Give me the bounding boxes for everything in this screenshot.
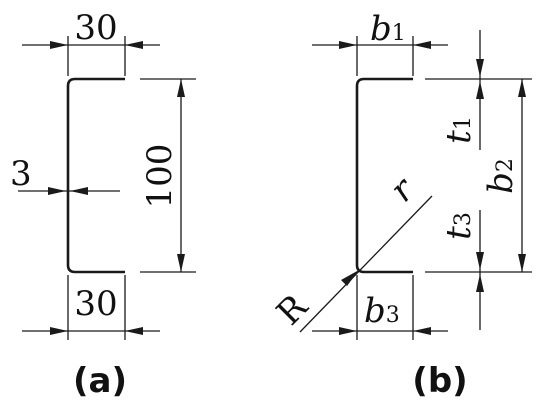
thickness-label: 3: [10, 154, 32, 194]
arrow-head: [476, 59, 484, 77]
outer-radius-label: R: [269, 286, 316, 333]
arrow-head: [50, 41, 68, 49]
arrow-head: [339, 327, 357, 335]
b1-label: b1: [370, 9, 406, 49]
arrow-head: [413, 41, 431, 49]
arrow-head: [50, 327, 68, 335]
arrow-head: [476, 274, 484, 292]
arrow-head: [70, 187, 88, 195]
radius-leader-line: [299, 195, 433, 333]
t3-label: t3: [439, 212, 479, 240]
arrow-head: [476, 81, 484, 99]
t1-label: t1: [439, 116, 479, 144]
arrow-head: [518, 254, 526, 272]
arrow-head: [476, 252, 484, 270]
profile-a: [66, 77, 125, 274]
caption-a: (a): [73, 361, 127, 401]
top-width-label: 30: [74, 8, 117, 48]
panel-a: 30 30 100 3 (a): [10, 8, 196, 401]
arrow-head: [518, 79, 526, 97]
arrow-head: [339, 41, 357, 49]
bottom-width-label: 30: [74, 284, 117, 324]
arrow-head: [341, 270, 359, 286]
arrow-head: [413, 327, 431, 335]
arrow-head: [125, 327, 143, 335]
inner-radius-label: r: [382, 169, 423, 210]
arrow-head: [48, 187, 66, 195]
b2-label: b2: [481, 158, 521, 194]
panel-b: b1 b3 b2 t1 t3 R r: [269, 9, 532, 401]
profile-b: [355, 77, 413, 274]
arrow-head: [125, 41, 143, 49]
height-label: 100: [140, 144, 180, 209]
caption-b: (b): [412, 361, 467, 401]
arrow-head: [177, 254, 185, 272]
arrow-head: [177, 79, 185, 97]
b3-label: b3: [364, 291, 400, 331]
